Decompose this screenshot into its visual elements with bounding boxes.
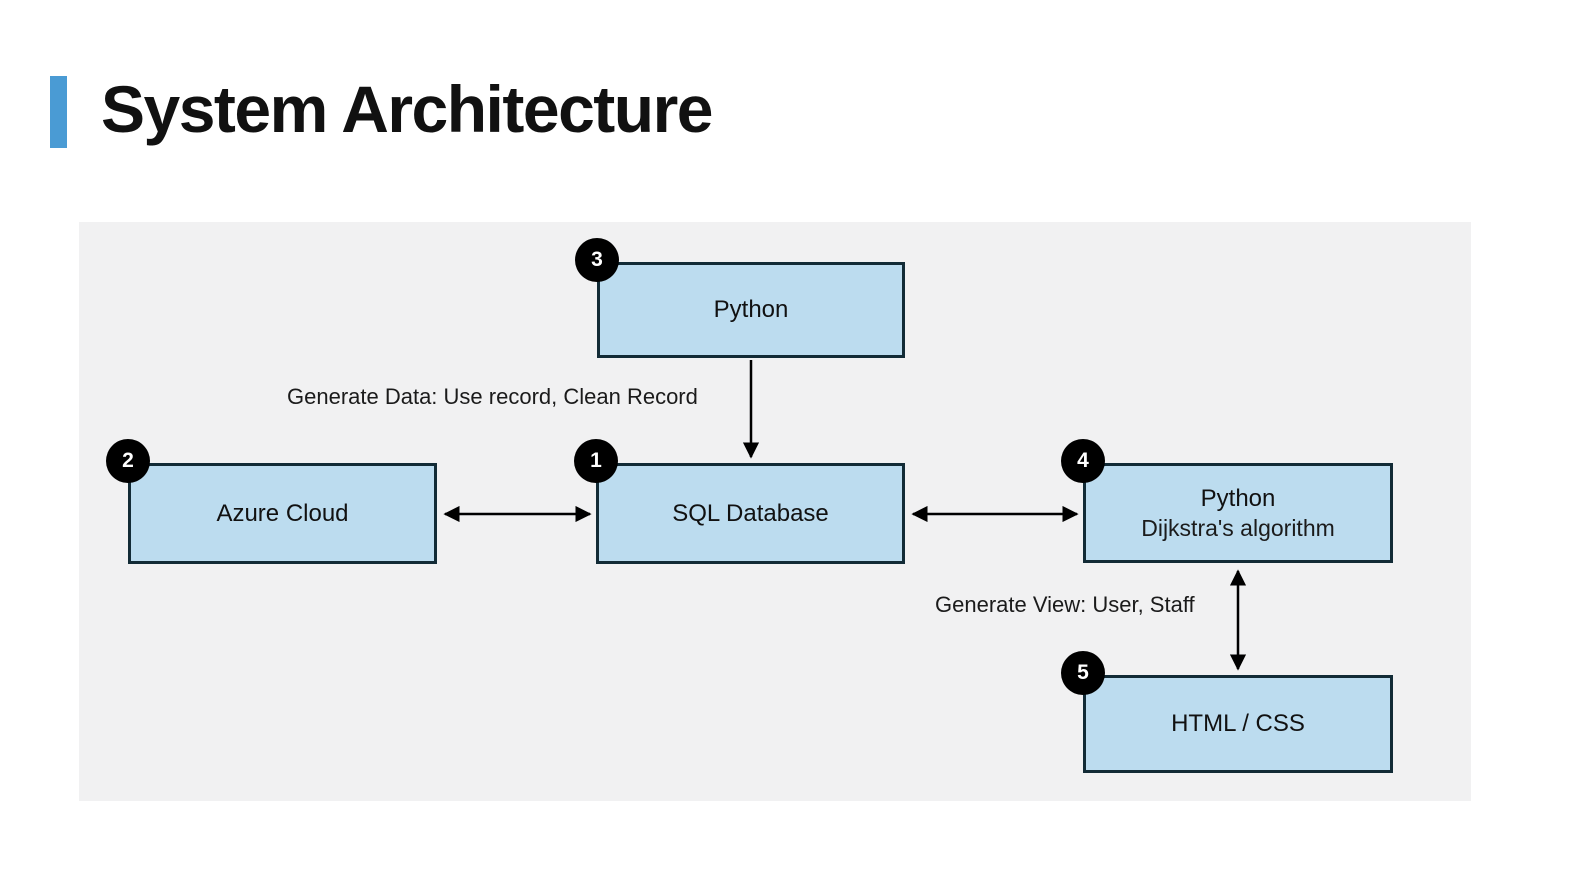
diagram-panel: 3 Python 2 Azure Cloud 1 SQL Database 4 …: [79, 222, 1471, 801]
node-python-etl: 3 Python: [575, 238, 905, 358]
node-html-css: 5 HTML / CSS: [1061, 651, 1393, 773]
badge-4: 4: [1061, 439, 1105, 483]
node-azure-cloud: 2 Azure Cloud: [106, 439, 437, 564]
badge-1: 1: [574, 439, 618, 483]
node-python-etl-label: Python: [713, 296, 789, 324]
node-python-dijkstra-label: Python: [1200, 485, 1276, 513]
page-title: System Architecture: [101, 72, 713, 146]
node-sql-database: 1 SQL Database: [574, 439, 905, 564]
badge-5: 5: [1061, 651, 1105, 695]
node-sql-database-label: SQL Database: [672, 499, 829, 527]
title-accent-bar: [50, 76, 67, 148]
node-python-dijkstra-sublabel: Dijkstra's algorithm: [1141, 515, 1335, 542]
annotation-generate-data: Generate Data: Use record, Clean Record: [287, 384, 698, 409]
badge-2: 2: [106, 439, 150, 483]
arrows-layer: [443, 360, 1247, 671]
title-row: System Architecture: [50, 72, 713, 148]
node-python-dijkstra: 4 Python Dijkstra's algorithm: [1061, 439, 1393, 563]
badge-3: 3: [575, 238, 619, 282]
annotation-generate-view: Generate View: User, Staff: [935, 592, 1195, 617]
node-html-css-label: HTML / CSS: [1171, 710, 1305, 738]
node-azure-cloud-label: Azure Cloud: [216, 499, 349, 527]
